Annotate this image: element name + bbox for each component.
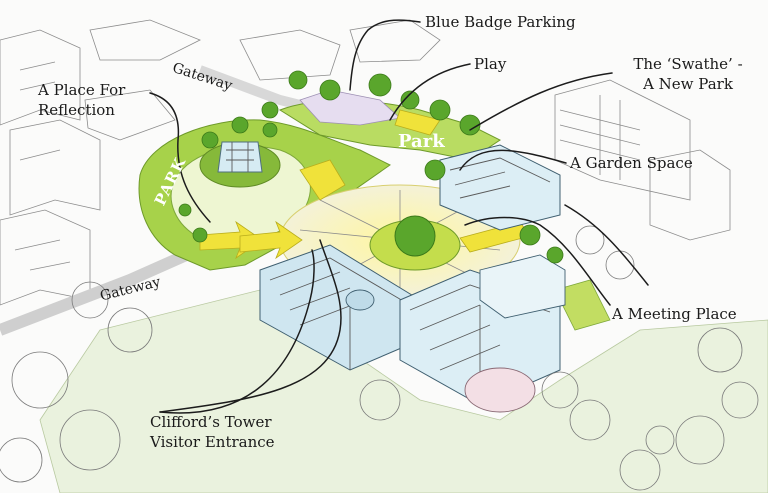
label-cliffords-line2: Visitor Entrance: [150, 433, 275, 451]
label-blue-badge-parking: Blue Badge Parking: [425, 13, 576, 31]
label-swathe-line2: A New Park: [643, 75, 733, 93]
trees: [178, 70, 564, 264]
label-park-right: Park: [398, 131, 445, 152]
central-tree-roundel: [369, 215, 461, 271]
label-reflection-line2: Reflection: [38, 101, 115, 119]
annotation-leaders: [149, 19, 649, 414]
label-swathe-line1: The ‘Swathe’ -: [633, 55, 743, 73]
label-swathe: The ‘Swathe’ - A New Park: [618, 54, 758, 94]
label-reflection-line1: A Place For: [38, 81, 126, 99]
yellow-paths: [199, 109, 611, 331]
label-cliffords-tower-entrance: Clifford’s Tower Visitor Entrance: [150, 412, 275, 452]
cliffords-tower: [199, 141, 281, 188]
label-place-for-reflection: A Place For Reflection: [38, 80, 125, 120]
label-meeting-place: A Meeting Place: [612, 305, 737, 323]
label-play: Play: [474, 55, 507, 73]
label-cliffords-line1: Clifford’s Tower: [150, 413, 272, 431]
label-garden-space: A Garden Space: [570, 154, 693, 172]
outline-trees: [0, 225, 759, 491]
